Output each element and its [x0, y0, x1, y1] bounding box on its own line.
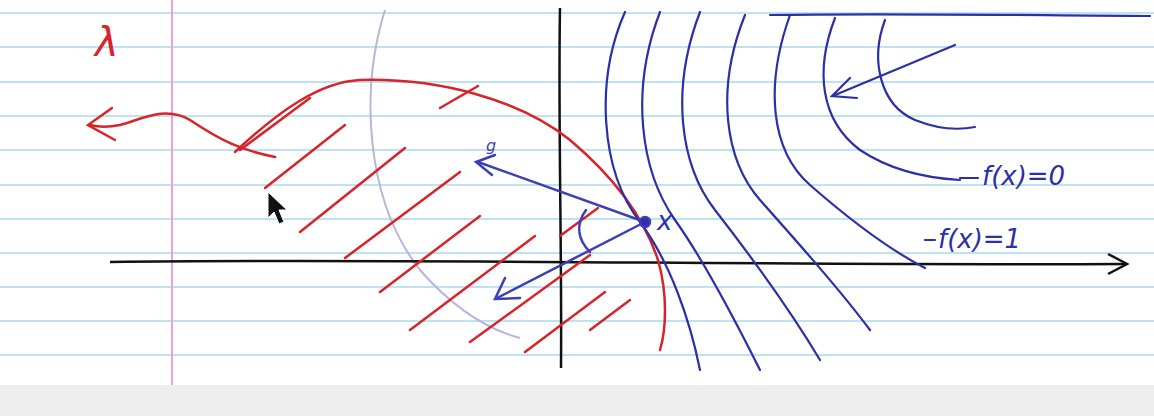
level-label: f(x)=0	[982, 163, 1065, 189]
ruled-lines	[0, 13, 1154, 355]
faint-curve	[371, 10, 520, 338]
constraint-region	[88, 80, 665, 352]
point-label: x	[657, 208, 672, 234]
mouse-cursor	[268, 192, 287, 224]
margin-line	[171, 0, 173, 385]
gradient-vectors	[476, 155, 650, 299]
level-curves	[606, 12, 1150, 370]
axes	[110, 8, 1127, 368]
level-label: f(x)=1	[938, 226, 1021, 252]
bottom-band	[0, 385, 1154, 416]
vector-label: g	[486, 138, 496, 154]
lambda-label: λ	[95, 22, 119, 62]
